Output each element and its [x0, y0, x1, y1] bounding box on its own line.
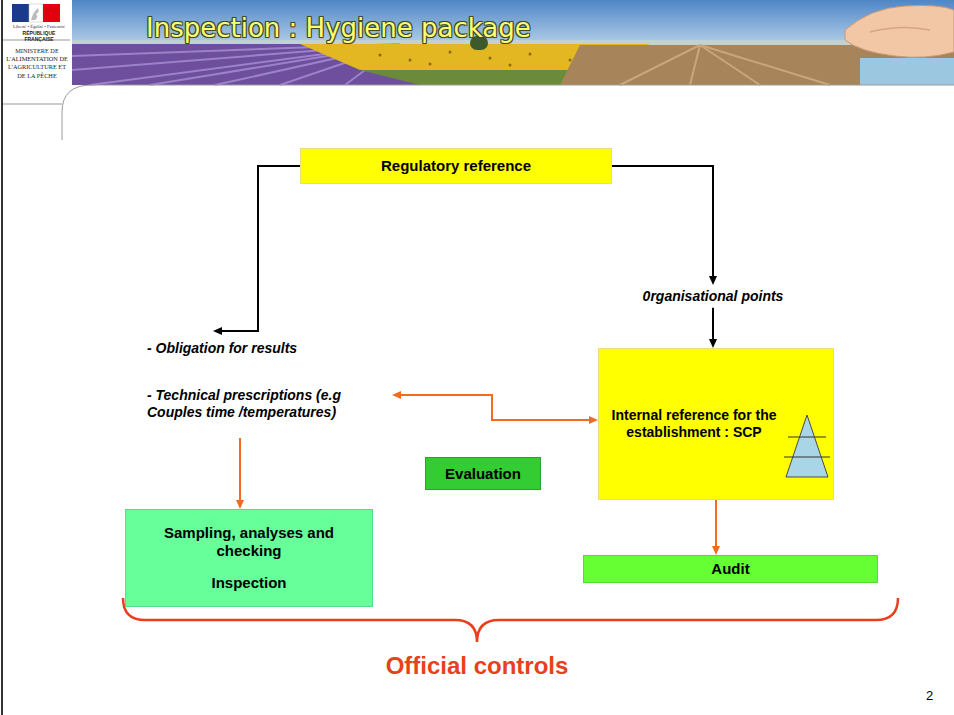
internal-reference-box: Internal reference for the establishment… — [598, 348, 834, 500]
arrow-head — [712, 546, 720, 555]
regulatory-box: Regulatory reference — [300, 148, 612, 184]
box-text: Sampling, analyses and checking — [147, 524, 352, 560]
evaluation-arrow — [392, 391, 598, 424]
regulation-arrow — [213, 166, 300, 335]
evaluation-box: Evaluation — [425, 457, 541, 490]
inspection-arrow — [236, 438, 244, 509]
header-banner — [72, 0, 954, 85]
frame-line — [1, 0, 3, 715]
pyramid-icon — [784, 413, 830, 479]
flow-arrow — [712, 500, 720, 555]
flow-arrow — [612, 166, 717, 348]
ministry-name: MINISTERE DE L'ALIMENTATION DE L'AGRICUL… — [4, 47, 70, 80]
connector-line — [715, 500, 717, 547]
requirement-note: - Obligation for results — [147, 340, 387, 357]
box-text: Regulatory reference — [381, 157, 531, 175]
pyramid-level — [784, 457, 830, 458]
frame-line — [62, 85, 954, 140]
page-number: 2 — [926, 688, 946, 704]
arrow-head — [709, 339, 717, 348]
connector-line — [612, 166, 713, 277]
republic-name: RÉPUBLIQUE FRANÇAISE — [10, 30, 68, 42]
group-caption: Official controls — [327, 652, 627, 681]
audit-box: Audit — [583, 555, 878, 583]
sampling-box: Sampling, analyses and checkingInspectio… — [125, 509, 373, 607]
connector-line — [712, 308, 714, 340]
pyramid-level — [788, 437, 826, 438]
ministry-logo — [3, 0, 72, 104]
box-text: Audit — [711, 560, 749, 578]
box-text: Evaluation — [445, 465, 521, 483]
motto-text: Liberté • Égalité • Fraternité — [10, 24, 68, 30]
pyramid-shape — [786, 415, 828, 477]
requirement-note: - Technical prescriptions (e.g Couples t… — [147, 387, 373, 421]
slide-title: Inspection : Hygiene package — [146, 13, 531, 44]
box-text: Inspection — [211, 574, 286, 592]
box-text: Internal reference for the establishment… — [607, 407, 781, 441]
arrow-head — [709, 276, 717, 285]
connector-label: 0rganisational points — [640, 288, 787, 305]
